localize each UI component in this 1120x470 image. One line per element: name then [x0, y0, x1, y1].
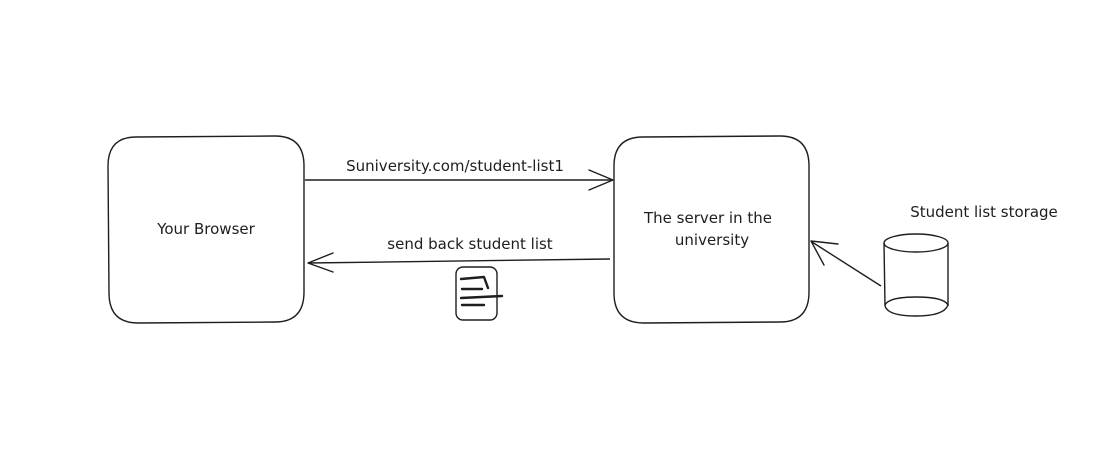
response-arrow-line	[307, 258, 611, 264]
document-icon	[455, 266, 504, 321]
response-arrow: send back student list	[307, 235, 611, 273]
response-arrow-label: send back student list	[387, 235, 553, 253]
browser-box-label: Your Browser	[156, 220, 255, 238]
storage-label: Student list storage	[910, 203, 1058, 221]
document-icon-stroke-top	[459, 275, 490, 290]
storage-cylinder: Student list storage	[883, 203, 1058, 317]
browser-box-shape	[107, 135, 305, 324]
request-arrow-label: Suniversity.com/student-list1	[346, 157, 564, 175]
storage-arrow	[810, 240, 882, 287]
storage-arrow-line	[811, 241, 882, 287]
storage-arrow-head	[810, 240, 839, 266]
server-box: The server in the university	[613, 135, 810, 324]
request-arrow: Suniversity.com/student-list1	[305, 157, 614, 191]
document-icon-frame	[455, 266, 498, 321]
server-box-label-line2: university	[675, 231, 749, 249]
storage-cylinder-left	[883, 242, 886, 307]
server-box-label-line1: The server in the	[643, 209, 772, 227]
storage-cylinder-bottom	[884, 296, 949, 317]
document-icon-stroke-low	[459, 294, 504, 300]
server-box-shape	[613, 135, 810, 324]
request-arrow-head	[588, 169, 614, 191]
response-arrow-head	[307, 252, 334, 273]
browser-box: Your Browser	[107, 135, 305, 324]
storage-cylinder-top	[883, 233, 949, 253]
